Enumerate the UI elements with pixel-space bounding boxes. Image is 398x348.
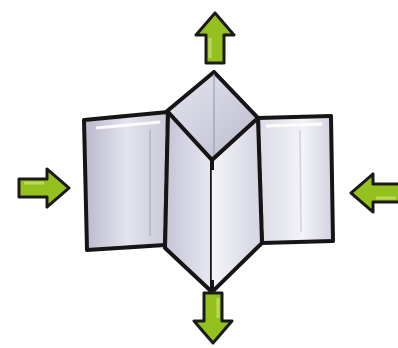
arrow-up-icon [194, 11, 236, 65]
left-panel [82, 110, 170, 252]
arrow-left-icon [17, 167, 71, 209]
center-right-face [210, 116, 264, 294]
arrow-group [17, 11, 398, 345]
arrow-down-icon [192, 291, 234, 345]
arrow-right-icon [349, 172, 398, 214]
right-panel [256, 114, 335, 245]
